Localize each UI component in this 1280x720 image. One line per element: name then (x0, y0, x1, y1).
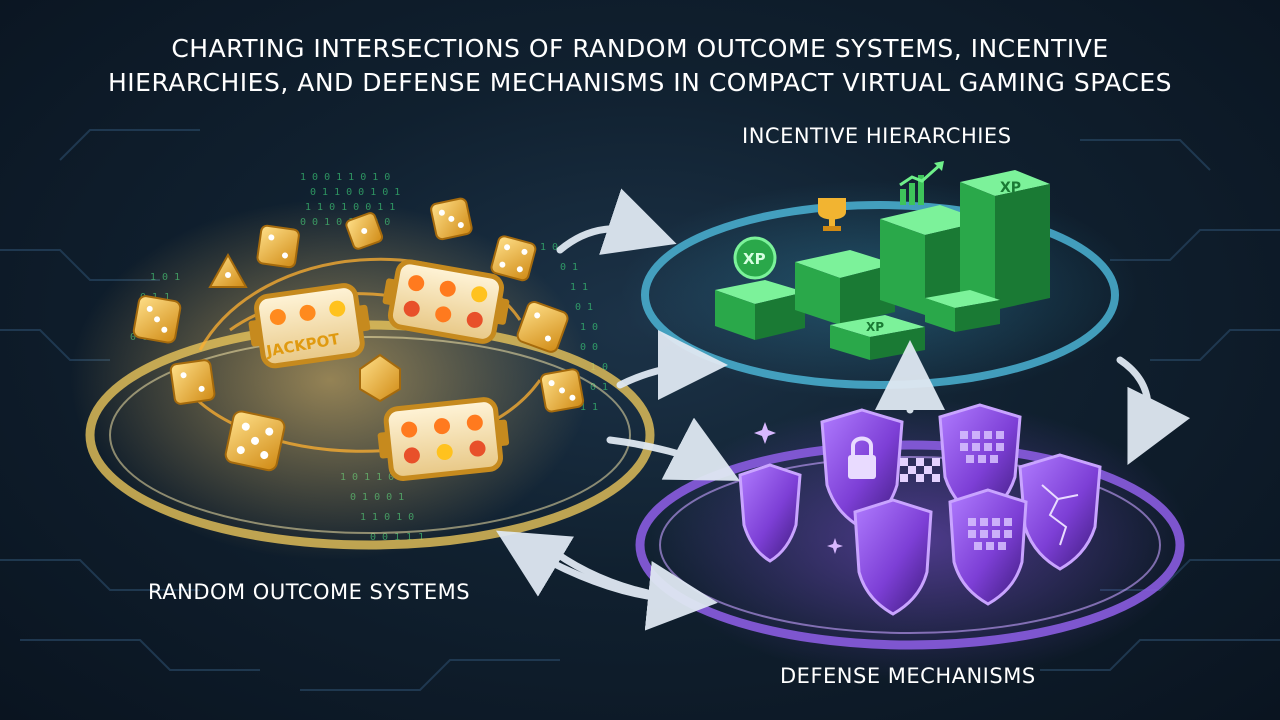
defense-ring (635, 440, 1185, 650)
page-title: CHARTING INTERSECTIONS OF RANDOM OUTCOME… (40, 32, 1240, 100)
svg-text:XP: XP (743, 250, 766, 268)
defense-shields (738, 403, 1102, 616)
dice (490, 235, 537, 282)
svg-text:1 1: 1 1 (580, 402, 598, 413)
shield-icon (853, 498, 933, 616)
flow-arrows (495, 188, 1191, 631)
random-outcome-ring-inner (109, 336, 631, 534)
glitch-icon (900, 458, 940, 482)
grid-shield-icon (938, 403, 1022, 521)
dice (345, 212, 384, 250)
random-outcome-ring (85, 320, 655, 550)
defense-mechanisms-label: DEFENSE MECHANISMS (780, 664, 1036, 688)
xp-block-side (925, 290, 1000, 332)
dice (516, 300, 569, 353)
title-line-2: HIERARCHIES, AND DEFENSE MECHANISMS IN C… (107, 68, 1172, 97)
svg-text:1 1: 1 1 (570, 282, 588, 293)
svg-text:1 0: 1 0 (580, 322, 598, 333)
dice-cluster (132, 197, 585, 472)
xp-label: XP (1000, 180, 1021, 196)
dice (539, 368, 585, 413)
svg-text:0 0: 0 0 (580, 342, 598, 353)
cracked-shield-icon (1018, 453, 1102, 571)
slot-reel: JACKPOT (248, 283, 371, 369)
d20-dice (359, 353, 401, 403)
svg-text:0 1: 0 1 (575, 302, 593, 313)
trophy-icon (818, 198, 846, 231)
arrow-random-to-incentive-top (556, 188, 677, 255)
xp-block-small (715, 280, 805, 340)
dice (132, 295, 182, 344)
incentive-blocks: XP XP XP (715, 161, 1050, 360)
arrow-incentive-to-defense (1116, 356, 1191, 466)
arrow-random-to-defense (606, 417, 740, 481)
title-line-1: CHARTING INTERSECTIONS OF RANDOM OUTCOME… (171, 34, 1109, 63)
defense-ring-inner (659, 456, 1161, 634)
circuit-background (0, 129, 1280, 691)
shield-icon (738, 463, 802, 563)
svg-text:0 1: 0 1 (560, 262, 578, 273)
random-outcome-systems-label: RANDOM OUTCOME SYSTEMS (148, 580, 471, 604)
slot-reel (382, 259, 510, 344)
dice (224, 410, 286, 472)
dice (430, 197, 473, 241)
arrow-random-to-defense-low (541, 541, 718, 631)
svg-text:1 0 0 1 1 0 1 0: 1 0 0 1 1 0 1 0 (300, 172, 390, 183)
xp-label: XP (866, 320, 884, 334)
svg-text:1 0: 1 0 (540, 242, 558, 253)
svg-text:0 1 1 0 0 1 0 1: 0 1 1 0 0 1 0 1 (310, 187, 400, 198)
growth-chart-icon (899, 161, 944, 205)
grid-shield-icon (948, 488, 1028, 606)
dice (256, 224, 300, 269)
slot-reel (377, 397, 510, 481)
dice (169, 359, 216, 405)
sparkle-icon (754, 422, 843, 554)
xp-block-tallest: XP (960, 170, 1050, 310)
xp-coin-icon: XP (733, 236, 777, 280)
d20-dice (208, 252, 248, 288)
incentive-hierarchies-label: INCENTIVE HIERARCHIES (742, 124, 1012, 148)
arrow-random-to-incentive-mid (616, 330, 728, 401)
